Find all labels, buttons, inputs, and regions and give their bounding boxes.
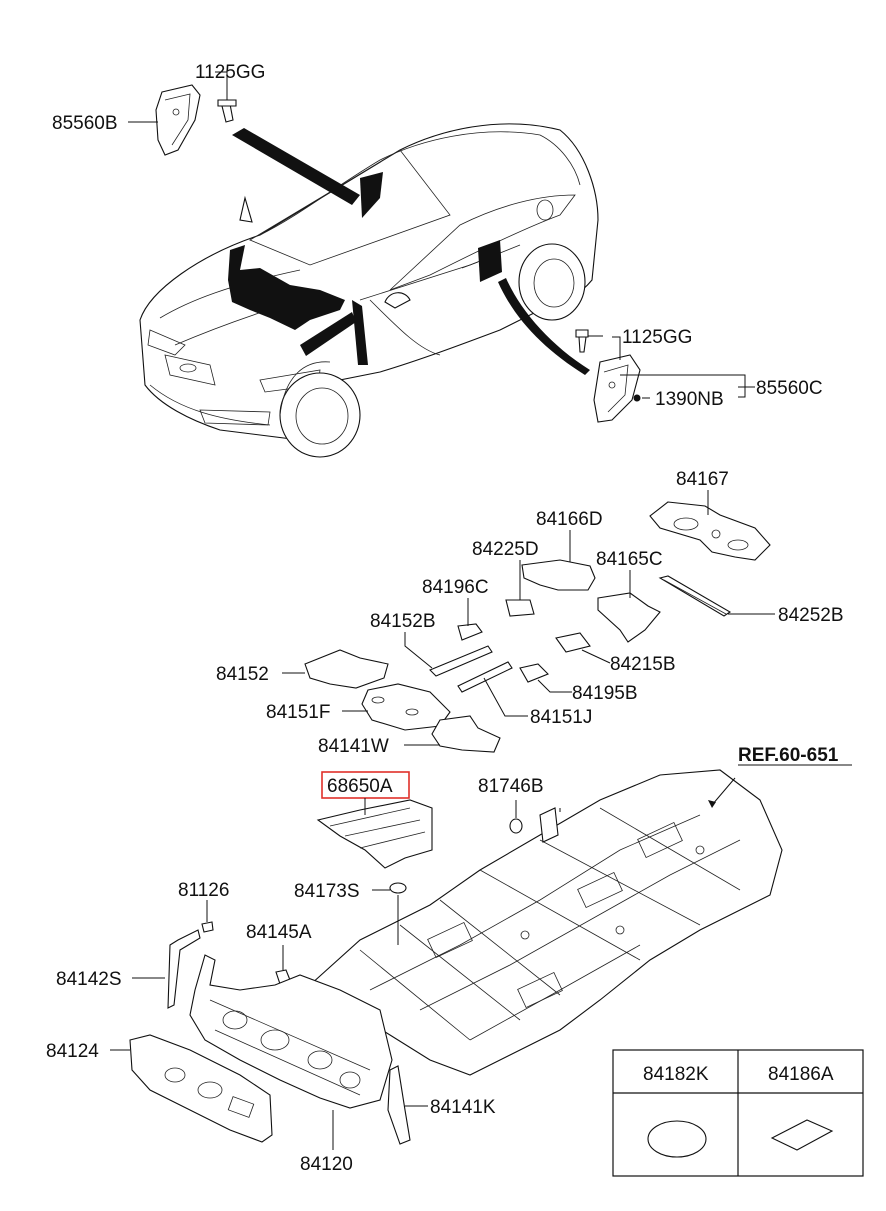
part-84120-dash-insulator: [189, 954, 393, 1109]
plug-81746B: [509, 818, 523, 834]
part-84225D-pad: [505, 599, 535, 617]
floor-pan-ref: [309, 769, 783, 1076]
part-84141W-pad: [431, 715, 501, 753]
label-1125GG-right: 1125GG: [622, 327, 692, 348]
part-84141K: [387, 1065, 411, 1145]
part-84152-mat: [304, 649, 389, 689]
label-84152: 84152: [216, 664, 269, 685]
label-85560B: 85560B: [52, 113, 118, 134]
part-84167-pad: [649, 501, 771, 561]
label-84173S: 84173S: [294, 881, 360, 902]
label-1390NB: 1390NB: [655, 389, 724, 410]
plug-84173S: [389, 882, 407, 894]
label-1125GG-top: 1125GG: [195, 62, 265, 83]
clip-81126: [201, 921, 214, 933]
label-84166D: 84166D: [536, 509, 603, 530]
part-85560C-bracket: [593, 354, 641, 423]
label-84120: 84120: [300, 1154, 353, 1175]
label-84167: 84167: [676, 469, 729, 490]
label-84151J: 84151J: [530, 707, 592, 728]
part-84151J-strip: [457, 661, 513, 693]
label-84141K: 84141K: [430, 1097, 496, 1118]
label-ref-60-651: REF.60-651: [738, 745, 839, 766]
part-84142S: [167, 929, 201, 1009]
part-68650A: [316, 799, 433, 869]
label-84196C: 84196C: [422, 577, 489, 598]
label-84165C: 84165C: [596, 549, 663, 570]
leader-lines: [110, 71, 852, 1150]
legend-table: 84182K 84186A: [612, 1049, 864, 1177]
label-81126: 81126: [178, 880, 229, 901]
car-illustration: [139, 123, 599, 458]
label-84141W: 84141W: [318, 736, 389, 757]
label-68650A: 68650A: [327, 776, 393, 797]
oval-plug-icon: [647, 1120, 707, 1158]
label-84225D: 84225D: [472, 539, 539, 560]
label-84152B: 84152B: [370, 611, 436, 632]
part-84196C-pad: [457, 623, 483, 641]
clip-1390NB: [633, 394, 641, 402]
part-85560B-bracket: [155, 84, 201, 156]
part-84252B-strip: [658, 575, 732, 617]
legend-header-84182K: 84182K: [643, 1064, 709, 1085]
bolt-1125GG-right: [575, 329, 589, 353]
part-84152B-strip: [429, 645, 493, 677]
label-84142S: 84142S: [56, 969, 122, 990]
label-84124: 84124: [46, 1041, 99, 1062]
label-84195B: 84195B: [572, 683, 638, 704]
label-85560C: 85560C: [756, 378, 823, 399]
part-84215B-pad: [555, 632, 591, 653]
diamond-pad-icon: [770, 1119, 834, 1151]
bolt-1125GG-top: [217, 99, 237, 123]
label-84215B: 84215B: [610, 654, 676, 675]
label-84145A: 84145A: [246, 922, 312, 943]
legend-header-84186A: 84186A: [768, 1064, 834, 1085]
part-84124-panel: [129, 1034, 273, 1143]
part-84151F-pad: [361, 683, 451, 731]
part-84195B-pad: [519, 663, 549, 683]
part-84166D-pad: [521, 559, 596, 591]
label-84151F: 84151F: [266, 702, 330, 723]
part-84165C-pad: [597, 592, 661, 643]
label-81746B: 81746B: [478, 776, 544, 797]
labels: 1125GG 85560B 1125GG 85560C 1390NB 84167…: [46, 62, 844, 1175]
label-84252B: 84252B: [778, 605, 844, 626]
